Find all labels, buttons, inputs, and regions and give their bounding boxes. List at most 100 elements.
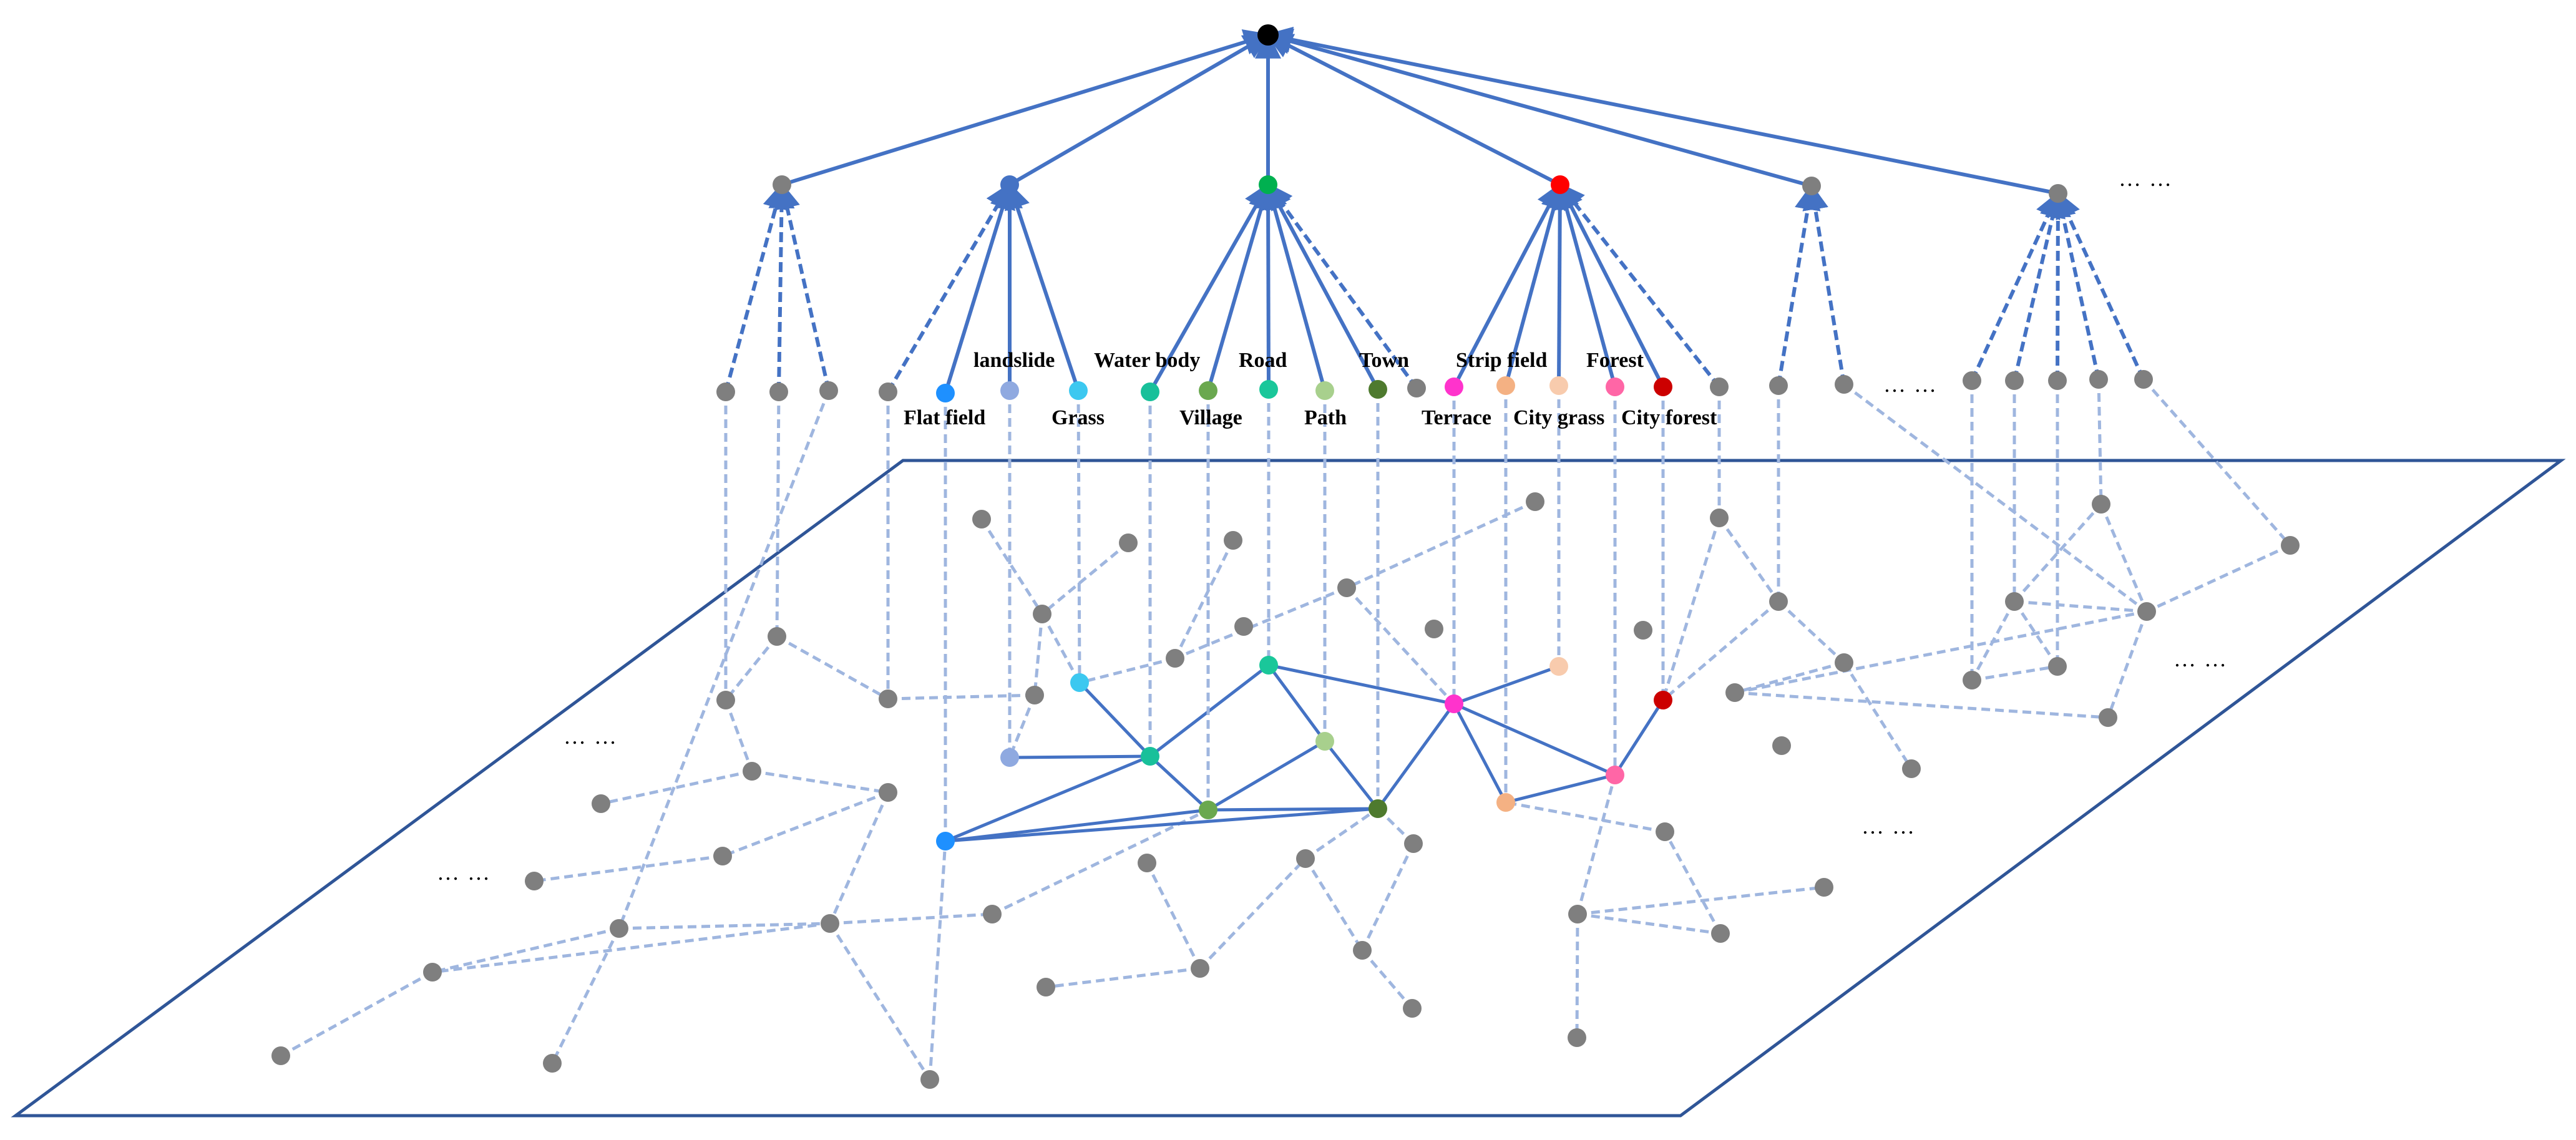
node-Pte [1445,694,1463,713]
node-Pgr [1070,673,1089,692]
node-p24 [1725,683,1744,702]
node-p49 [543,1054,562,1073]
node-p45 [1568,905,1587,923]
node-p13 [768,627,786,646]
label-path: Path [1304,406,1347,429]
node-rd [1259,380,1278,399]
plane-dashed-edge [1971,665,2058,682]
tree-solid-edge [1546,182,1573,386]
node-p34 [1296,849,1315,868]
node-t3 [1259,175,1277,194]
plane-solid-edge [1009,754,1151,759]
node-ff [936,384,955,402]
node-Pff [936,832,955,850]
node-tw [1368,380,1387,399]
tree-dashed-edge [2056,191,2145,381]
plane-dashed-edge [432,927,620,974]
label-terrace: Terrace [1422,406,1491,429]
vertical-dashed-link [2142,378,2291,547]
tree-solid-edge [1265,28,1812,188]
plane-dashed-edge [1173,539,1235,660]
node-g5 [1407,379,1426,397]
plane-dashed-edge [550,927,621,1064]
tree-solid-edge [1266,182,1380,391]
node-p30 [879,783,897,802]
node-p47 [1711,924,1730,943]
tree-solid-edge [1255,182,1282,390]
node-p27 [2099,708,2117,727]
plane-dashed-edge [1505,801,1666,834]
plane-dashed-edge [280,970,434,1058]
plane-solid-edge [1505,773,1616,804]
node-p33 [1138,854,1156,872]
node-p29 [592,794,610,813]
tree-solid-edge [1265,26,2059,195]
label-landslide: landslide [973,349,1055,372]
plane-dashed-edge [2013,503,2102,603]
node-p28 [743,762,761,781]
node-gr [1069,381,1088,400]
node-p37 [610,919,628,938]
plane-dashed-edge [1842,661,1913,770]
node-p35 [1404,834,1423,853]
vertical-dashed-link [1076,390,1081,683]
plane-dashed-edge [887,693,1035,701]
node-Pcg [1549,657,1568,676]
plane-dashed-edge [1663,831,1722,935]
node-g4 [879,382,897,401]
plane-solid-edges [945,663,1665,843]
node-t2 [1000,175,1019,194]
node-t6 [2049,184,2067,203]
tree-dashed-edge [2012,190,2066,381]
plane-dashed-edge [1577,912,1721,935]
tree-solid-edge [1261,182,1327,391]
node-p10 [1710,509,1729,527]
node-p43 [1353,941,1372,960]
tree-dashed-edge [1266,182,1418,389]
node-g7 [1769,376,1788,395]
node-p14 [716,691,735,709]
plane-dashed-edge [1360,842,1415,952]
node-p39 [983,905,1002,923]
ellipses: … … … … … … … … … … … … [437,166,2227,885]
plane-dashed-edge [724,699,754,772]
node-p8 [1425,620,1443,638]
tree-solid-edge [944,182,1015,394]
node-p48 [271,1046,290,1065]
tree-dashed-edge [724,182,789,392]
node-Ptw [1368,799,1387,818]
plane-dashed-edge [618,922,831,930]
plane-dashed-edge [2106,611,2149,718]
plane-solid-edge [1208,807,1378,812]
tree-solid-edges [781,26,2059,394]
label-water-body: Water body [1094,349,1200,372]
node-Pwb [1141,747,1159,766]
node-g11 [2048,371,2067,390]
node-g12 [2089,370,2108,389]
plane-dashed-edges [280,500,2291,1081]
tree-dashed-edge [1777,183,1821,386]
node-p12 [2281,536,2300,555]
plane-dashed-edge [1662,600,1780,701]
tree-dashed-edge [2044,190,2071,381]
plane-dashed-edge [1008,694,1037,758]
label-grass: Grass [1051,406,1105,429]
plane-dashed-edge [534,854,723,883]
node-pa [1315,381,1334,400]
tree-solid-edge [1206,182,1274,391]
node-Pls [1000,748,1019,767]
tree-dashed-edge [1558,182,1721,388]
plane-dashed-edge [2145,543,2291,613]
node-p6 [1234,617,1253,636]
node-p38 [821,914,839,933]
tree-dashed-edge [1802,183,1846,385]
tree-solid-edge [1558,182,1665,388]
node-p4 [1526,492,1544,511]
tree-solid-edge [1008,33,1271,187]
plane-solid-edge [1376,703,1456,810]
vertical-dashed-link [617,390,831,929]
plane-solid-edge [1453,702,1616,777]
node-Pcf [1654,691,1672,709]
plane-dashed-edge [980,518,1044,615]
node-ls [1000,381,1019,400]
